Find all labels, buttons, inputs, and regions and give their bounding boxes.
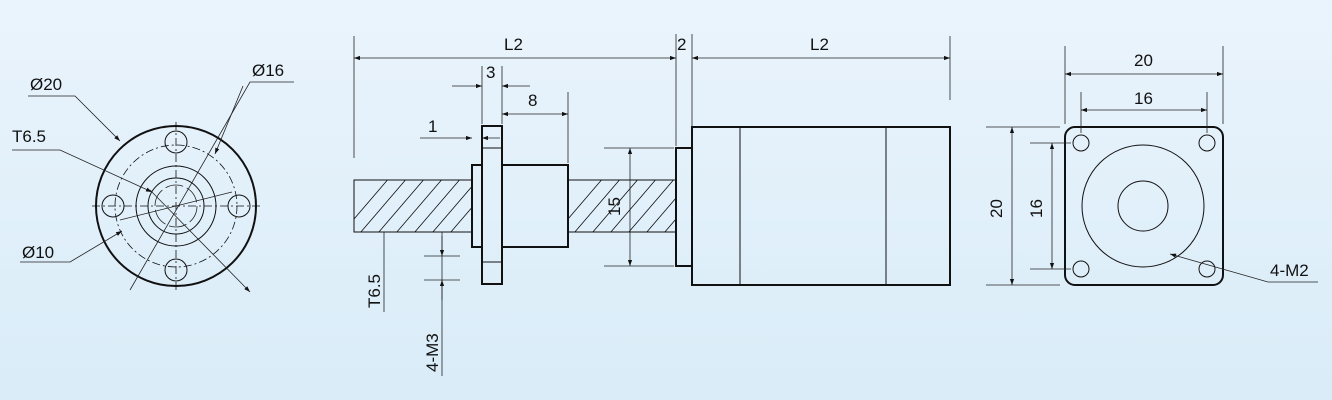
label-eight: 8 <box>528 91 537 110</box>
label-one: 1 <box>428 117 437 136</box>
label-d16: Ø16 <box>252 61 284 80</box>
motor-pilot <box>675 147 693 267</box>
side-view: L2 L2 2 3 8 1 15 T6.5 4-M3 <box>353 34 951 376</box>
motor-face <box>1064 126 1224 286</box>
nut-body <box>501 164 569 248</box>
label-d10: Ø10 <box>22 243 54 262</box>
label-l2-left: L2 <box>504 35 523 54</box>
thread-minor-circle <box>154 184 198 228</box>
mount-hole-tr <box>1198 134 1216 152</box>
label-t65-front: T6.5 <box>12 127 46 146</box>
motor-body <box>691 126 951 286</box>
label-height-16: 16 <box>1027 199 1046 218</box>
front-view: Ø20 Ø16 T6.5 Ø10 <box>12 61 294 293</box>
label-fifteen: 15 <box>605 197 624 216</box>
bolt-hole-bottom <box>164 258 188 282</box>
label-three: 3 <box>486 63 495 82</box>
end-view: 20 16 20 16 4-M2 <box>986 46 1318 286</box>
label-height-20: 20 <box>987 199 1006 218</box>
shaft-hatch-left <box>354 180 472 232</box>
label-m3: 4-M3 <box>423 333 442 372</box>
label-l2-right: L2 <box>810 35 829 54</box>
nut-collar <box>471 164 483 248</box>
label-t65-side: T6.5 <box>365 274 384 308</box>
nut-flange <box>481 125 503 285</box>
label-two: 2 <box>677 35 686 54</box>
mount-hole-tl <box>1072 134 1090 152</box>
mount-hole-br <box>1198 260 1216 278</box>
label-m2: 4-M2 <box>1270 261 1309 280</box>
bolt-hole-top <box>164 130 188 154</box>
mount-hole-bl <box>1072 260 1090 278</box>
label-width-20: 20 <box>1134 51 1153 70</box>
label-width-16: 16 <box>1134 89 1153 108</box>
label-d20: Ø20 <box>30 75 62 94</box>
